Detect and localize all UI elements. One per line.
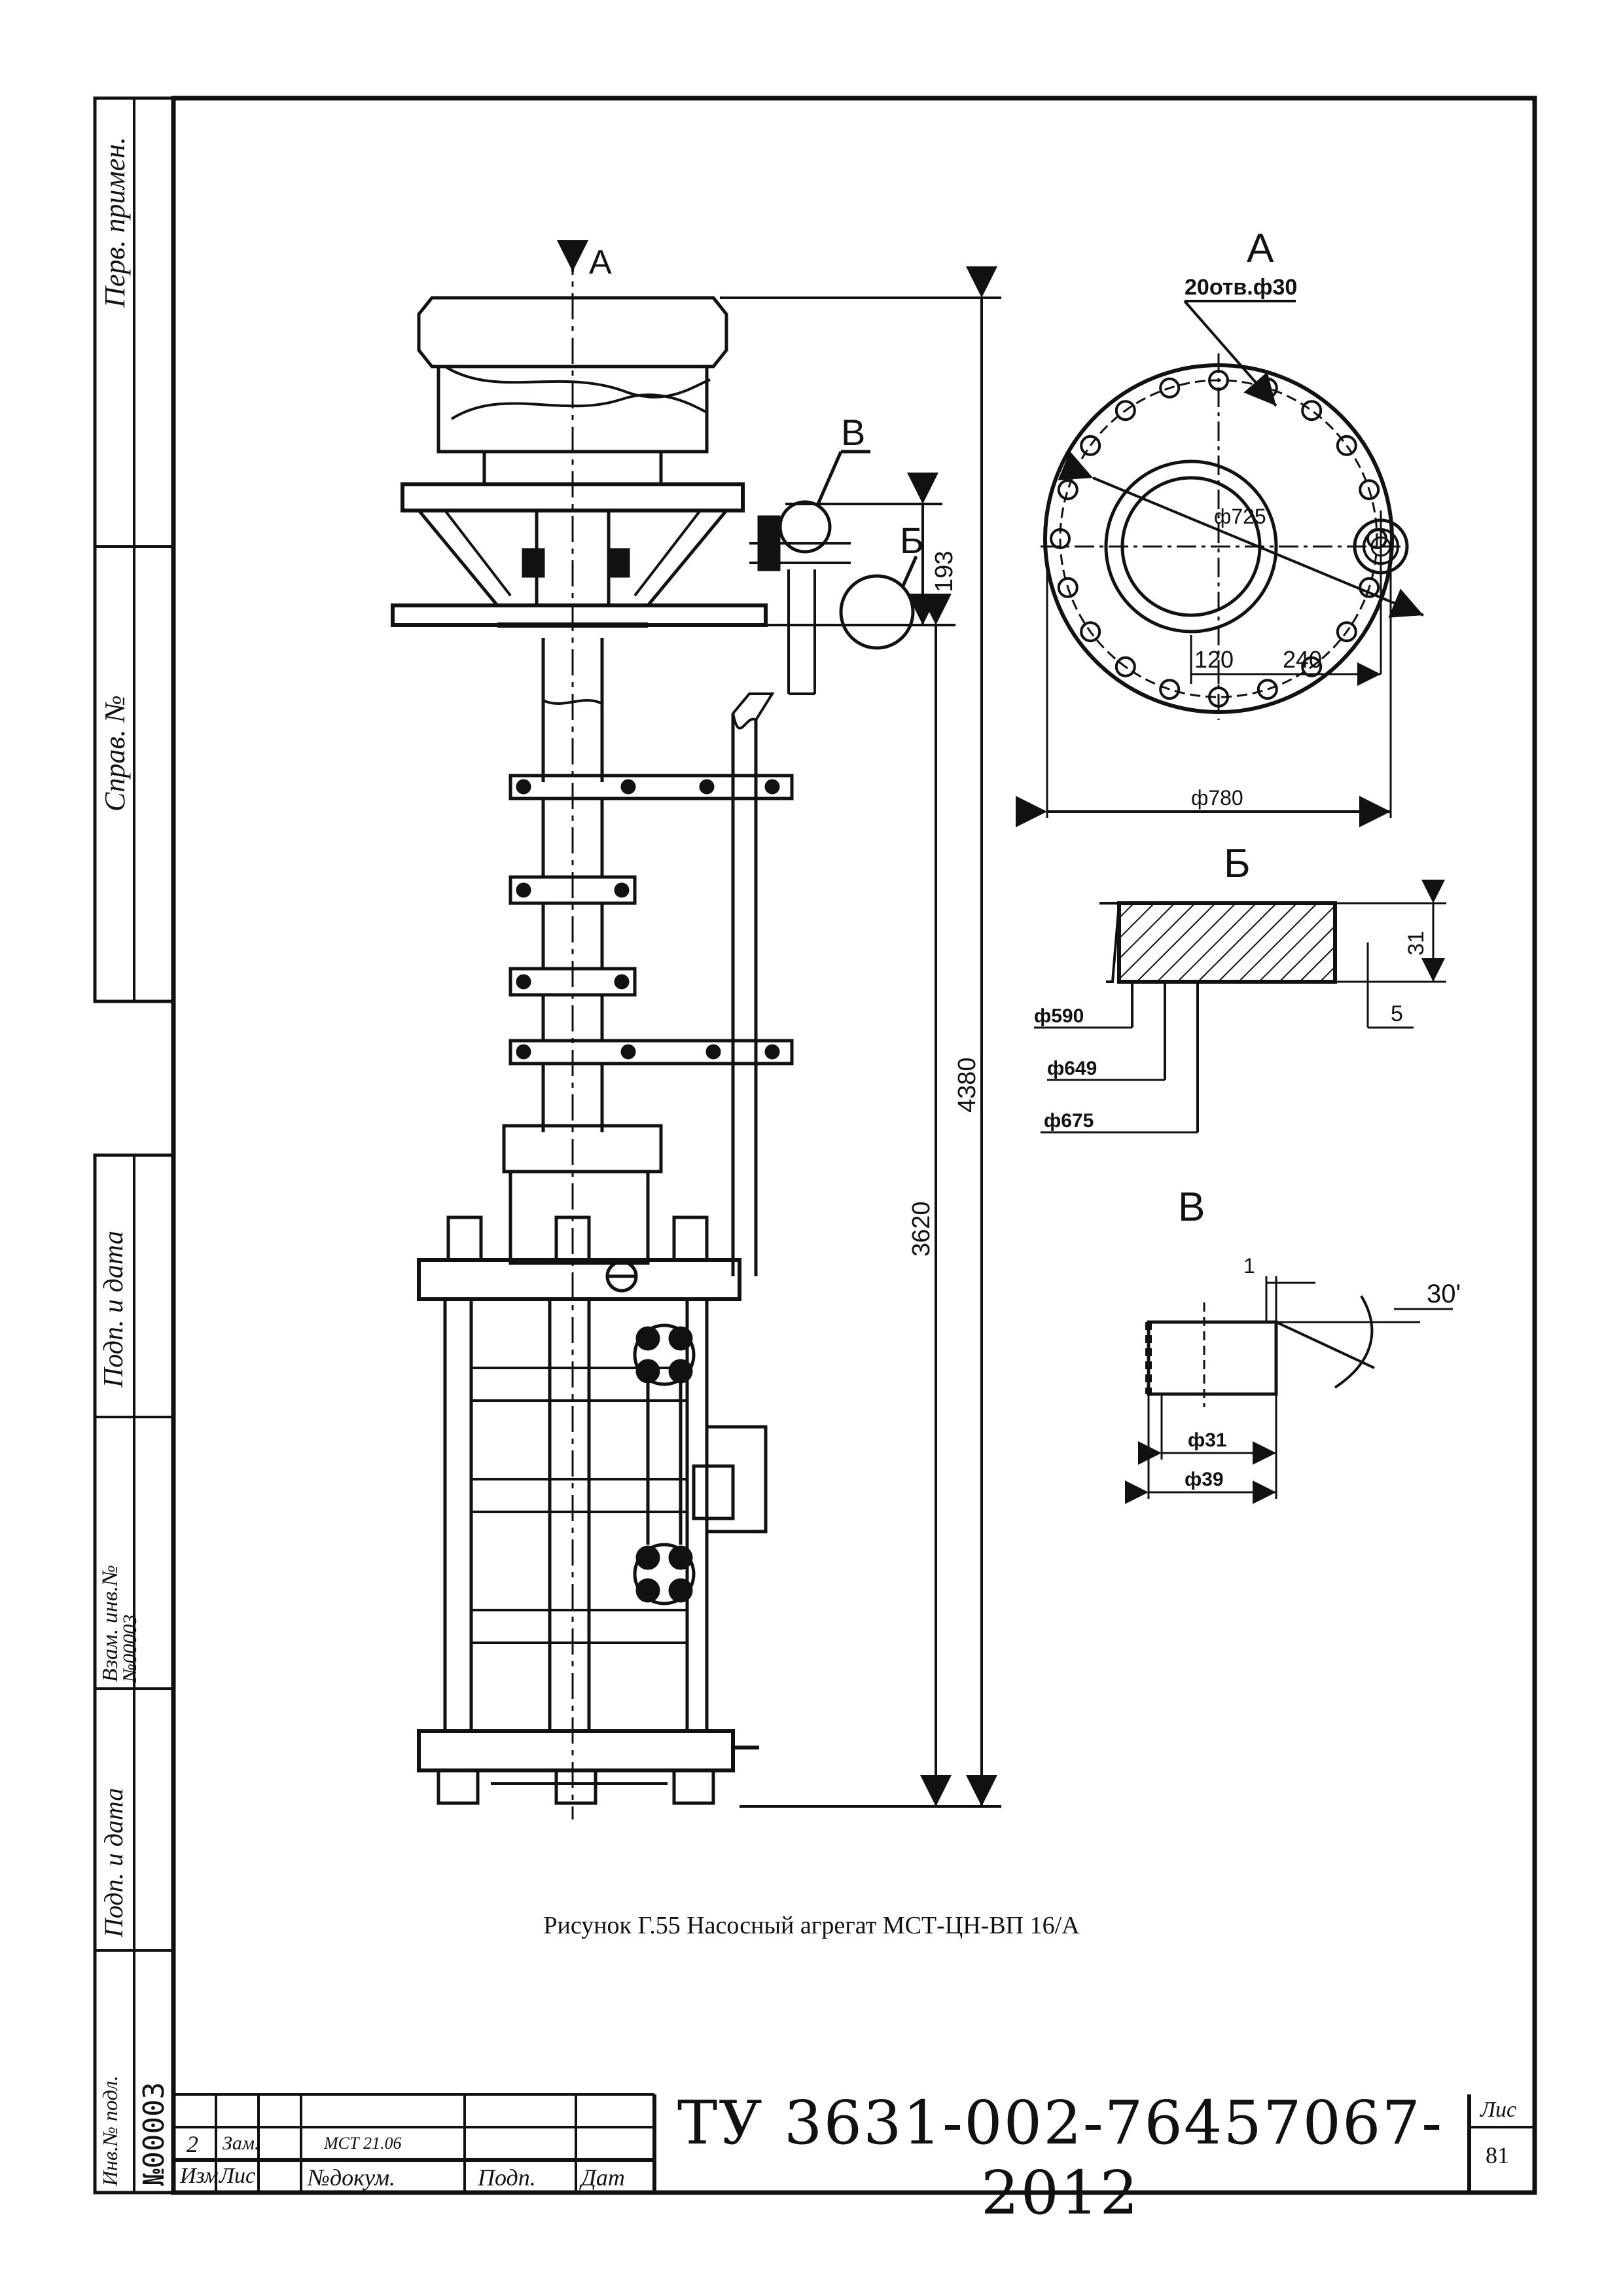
clamp-2 [508, 1039, 794, 1066]
tb-list-value: Зам. [223, 2132, 260, 2154]
detail-b-dim-649: ф649 [1047, 1058, 1097, 1079]
bolt-hole [1115, 656, 1136, 677]
bolt-hole [1057, 479, 1079, 501]
detail-b-section [1117, 901, 1337, 984]
title-block [173, 2093, 1535, 2193]
bolt-hole [1115, 400, 1136, 422]
view-a [1016, 300, 1424, 827]
detail-v-dim-1: 1 [1243, 1254, 1255, 1278]
tb-designation: ТУ 3631-002-76457067-2012 [677, 2088, 1444, 2228]
bolt-hole [1301, 400, 1323, 422]
detail-v-dim-39: ф39 [1185, 1469, 1224, 1490]
drawing-labels: A В Б 193 4380 3620 A 20отв.ф30 ф725 120… [589, 226, 1461, 1490]
pump-unit-elevation [391, 240, 794, 1820]
stamp-podp-data-1: Подп. и дата [99, 1230, 129, 1388]
tb-doc-value: МСТ 21.06 [324, 2134, 402, 2153]
tb-sheet-label: Лис [1480, 2098, 1517, 2122]
detail-v-dim-30: 30' [1427, 1280, 1461, 1308]
stamp-sprav: Справ. № [99, 695, 131, 812]
callouts [749, 450, 918, 695]
tb-sheet-number: 81 [1486, 2142, 1509, 2168]
view-a-dim-240: 240 [1283, 646, 1322, 673]
tb-header-izm: Изм [180, 2164, 219, 2188]
tb-header-podp: Подп. [478, 2164, 536, 2191]
bolt-hole [1336, 621, 1357, 643]
tb-header-date: Дат [581, 2164, 625, 2191]
stamp-inv-podl: Инв.№ подл. [98, 2075, 122, 2186]
stamp-inv-podl-value: №00003 [137, 2082, 171, 2186]
clamp-1 [508, 774, 794, 800]
view-arrow-label: A [589, 243, 612, 281]
bolt-hole [1208, 370, 1229, 391]
detail-v [1125, 1276, 1453, 1504]
detail-v-part [1147, 1320, 1278, 1396]
bolt-hole [1080, 621, 1101, 643]
bolt-hole [1359, 577, 1380, 598]
view-a-holes-note: 20отв.ф30 [1185, 275, 1297, 300]
pump-head [417, 1258, 741, 1301]
tb-izm-value: 2 [187, 2131, 198, 2157]
tb-header-list: Лис [219, 2164, 256, 2188]
bolt-hole [1057, 577, 1079, 598]
stamp-perv-primen: Перв. примен. [99, 137, 131, 308]
bolt-hole [1159, 679, 1181, 700]
side-pipe [731, 713, 758, 1276]
bolt-hole [1257, 679, 1278, 700]
bolt-hole [1208, 687, 1229, 708]
bolt-hole [1301, 656, 1323, 677]
view-a-dim-780: ф780 [1191, 786, 1243, 810]
callout-b-label: Б [900, 520, 924, 561]
view-a-dim-725: ф725 [1214, 505, 1266, 528]
view-a-bolt-holes [1050, 370, 1387, 708]
detail-b-dim-590: ф590 [1034, 1005, 1084, 1027]
bolt-hole [1159, 377, 1181, 399]
view-a-dim-120: 120 [1194, 646, 1234, 673]
bolt-hole [1080, 435, 1101, 456]
callout-v-label: В [841, 412, 865, 453]
bolt-hole [1366, 528, 1387, 549]
bolt-hole [1050, 528, 1071, 549]
pump-base [417, 1729, 735, 1772]
detail-b [1034, 880, 1446, 1134]
frame [93, 96, 1537, 2195]
tie-rod-left [443, 1299, 473, 1731]
view-a-title: A [1247, 226, 1274, 271]
detail-b-dim-5: 5 [1391, 1001, 1403, 1026]
detail-b-dim-675: ф675 [1044, 1110, 1094, 1132]
detail-b-title: Б [1224, 841, 1251, 886]
detail-b-dim-31: 31 [1404, 931, 1429, 956]
tb-header-doc: №докум. [308, 2164, 396, 2191]
motor-top [417, 296, 728, 368]
bolt-hole [1257, 377, 1278, 399]
dim-4380: 4380 [954, 1057, 981, 1113]
bolt-hole [1336, 435, 1357, 456]
dim-3620: 3620 [908, 1201, 935, 1257]
stamp-vzam-inv-value: №00003 [119, 1614, 141, 1682]
detail-v-dim-31: ф31 [1188, 1429, 1227, 1451]
detail-v-title: В [1178, 1185, 1205, 1230]
base-plate [391, 603, 768, 627]
dim-193: 193 [931, 551, 958, 592]
figure-caption: Рисунок Г.55 Насосный агрегат МСТ-ЦН-ВП … [543, 1912, 1080, 1939]
overall-dimensions [720, 266, 1001, 1808]
bolt-hole [1359, 479, 1380, 501]
